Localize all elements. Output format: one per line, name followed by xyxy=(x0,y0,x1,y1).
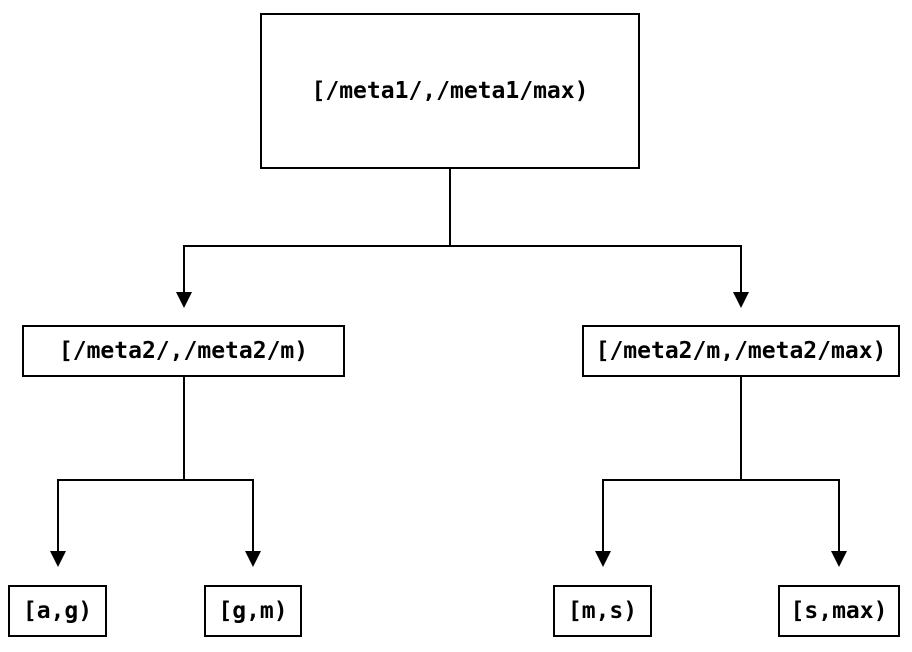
arrowhead-icon xyxy=(50,551,66,567)
arrowhead-icon xyxy=(733,292,749,308)
node-leaf-ag-label: [a,g) xyxy=(22,598,93,624)
node-leaf-ag: [a,g) xyxy=(8,585,107,637)
node-leaf-ms-label: [m,s) xyxy=(567,598,638,624)
edge-left-leafgm-drop xyxy=(252,479,254,551)
edge-right-leafsmax-drop xyxy=(838,479,840,551)
edge-root-right-drop xyxy=(740,245,742,292)
node-meta2-left: [/meta2/,/meta2/m) xyxy=(22,325,345,377)
node-root-label: [/meta1/,/meta1/max) xyxy=(311,78,589,104)
edge-left-stem xyxy=(183,377,185,481)
edge-right-stem xyxy=(740,377,742,481)
edge-root-stem xyxy=(449,169,451,246)
arrowhead-icon xyxy=(176,292,192,308)
node-meta2-right-label: [/meta2/m,/meta2/max) xyxy=(595,338,887,364)
arrowhead-icon xyxy=(831,551,847,567)
edge-left-leafag-drop xyxy=(57,479,59,551)
node-meta2-left-label: [/meta2/,/meta2/m) xyxy=(58,338,309,364)
node-leaf-smax-label: [s,max) xyxy=(790,598,888,624)
node-meta2-right: [/meta2/m,/meta2/max) xyxy=(582,325,900,377)
node-leaf-gm-label: [g,m) xyxy=(218,598,288,624)
arrowhead-icon xyxy=(245,551,261,567)
edge-right-horizontal xyxy=(602,479,840,481)
edge-level1-horizontal xyxy=(183,245,742,247)
node-leaf-gm: [g,m) xyxy=(204,585,302,637)
node-leaf-ms: [m,s) xyxy=(553,585,652,637)
arrowhead-icon xyxy=(595,551,611,567)
edge-root-left-drop xyxy=(183,245,185,292)
edge-right-leafms-drop xyxy=(602,479,604,551)
node-leaf-smax: [s,max) xyxy=(778,585,900,637)
edge-left-horizontal xyxy=(57,479,254,481)
node-root: [/meta1/,/meta1/max) xyxy=(260,13,640,169)
